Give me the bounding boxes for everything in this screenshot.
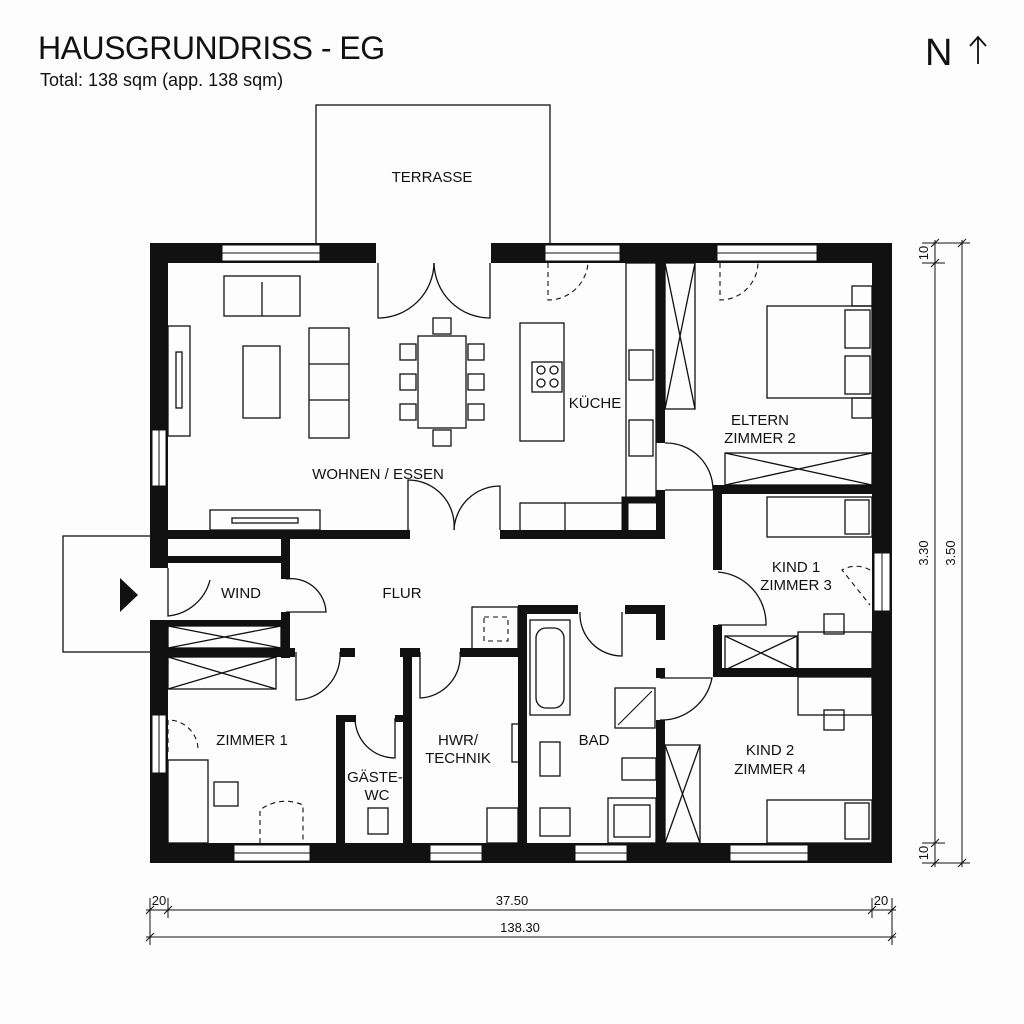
room-label-kind1-2: ZIMMER 3: [760, 577, 832, 594]
dim-right-total: 3.50: [943, 540, 958, 565]
entrance-arrow-icon: [120, 578, 138, 612]
room-label-kind2-1: KIND 2: [746, 742, 794, 759]
room-label-kind2-2: ZIMMER 4: [734, 761, 806, 778]
plan-title: HAUSGRUNDRISS - EG: [38, 30, 385, 66]
dim-right-top: 10: [916, 246, 931, 260]
north-indicator: N: [925, 32, 989, 75]
room-label-terrasse: TERRASSE: [392, 169, 473, 186]
room-label-kueche: KÜCHE: [569, 394, 622, 412]
room-label-eltern-1: ELTERN: [731, 412, 789, 429]
entrance-step: [62, 535, 152, 653]
room-label-hwr-2: TECHNIK: [425, 750, 491, 767]
dimensions-bottom: [145, 898, 897, 945]
doors: [150, 243, 871, 843]
dimensions-right: [922, 238, 970, 868]
dim-bottom-right: 20: [874, 893, 888, 908]
arrow-up-icon: [969, 35, 987, 64]
room-label-hwr-1: HWR/: [438, 732, 479, 749]
room-label-eltern-2: ZIMMER 2: [724, 430, 796, 447]
north-label: N: [925, 32, 953, 74]
exterior-walls: [150, 243, 892, 863]
furniture: [167, 262, 873, 844]
dim-right-mid: 3.30: [916, 540, 931, 565]
dim-bottom-mid: 37.50: [496, 893, 529, 908]
plan-subtitle: Total: 138 sqm (app. 138 sqm): [40, 70, 284, 90]
room-label-gaeste-1: GÄSTE-: [347, 769, 403, 786]
room-label-wind: WIND: [221, 585, 261, 602]
room-label-bad: BAD: [579, 732, 610, 749]
windows: [151, 244, 891, 862]
room-labels: TERRASSE WOHNEN / ESSEN KÜCHE ELTERN ZIM…: [216, 169, 832, 804]
dim-bottom-total: 138.30: [500, 920, 540, 935]
dim-right-bottom: 10: [916, 846, 931, 860]
dim-bottom-left: 20: [152, 893, 166, 908]
room-label-flur: FLUR: [382, 585, 421, 602]
room-label-kind1-1: KIND 1: [772, 559, 820, 576]
room-label-zimmer1: ZIMMER 1: [216, 732, 288, 749]
room-label-wohnen: WOHNEN / ESSEN: [312, 466, 444, 483]
room-label-gaeste-2: WC: [365, 787, 390, 804]
